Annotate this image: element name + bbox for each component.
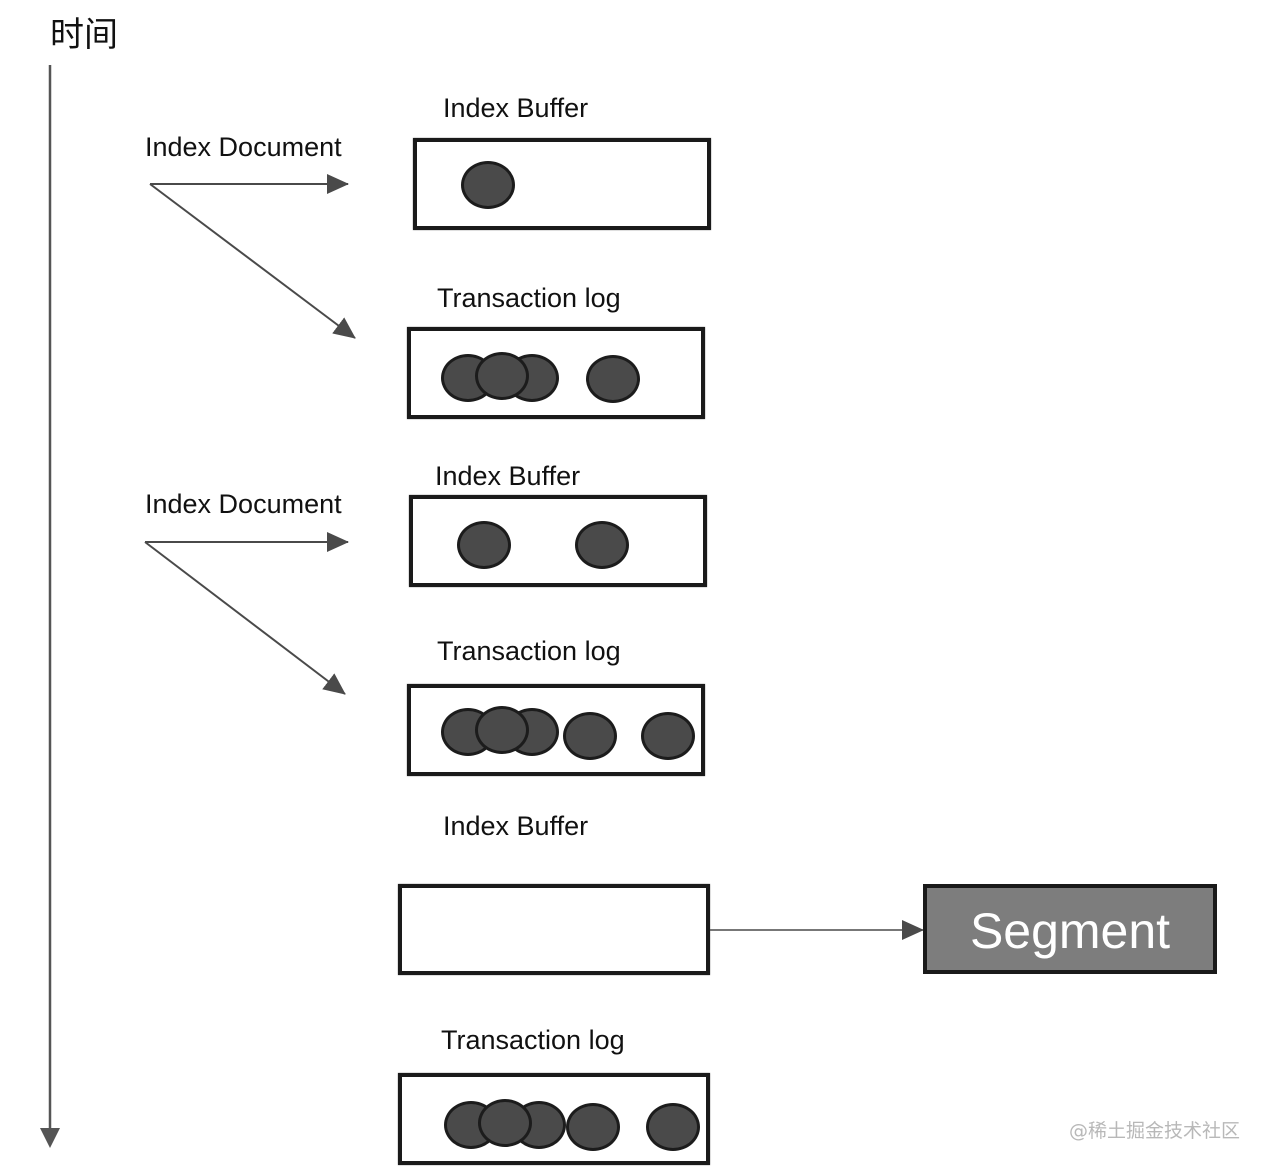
index-buffer-label-2: Index Buffer [435, 461, 581, 491]
index-document-label-2: Index Document [145, 489, 342, 519]
arrow-to-transaction-log-2 [144, 541, 346, 695]
transaction-log-box-1 [407, 327, 705, 419]
arrow-to-transaction-log-1 [149, 183, 356, 339]
segment-label: Segment [969, 903, 1171, 959]
document-dot [566, 1103, 620, 1151]
index-buffer-box-3 [398, 884, 710, 975]
document-dot [457, 521, 511, 569]
index-buffer-box-1 [413, 138, 711, 230]
index-document-label-1: Index Document [145, 132, 342, 162]
document-dot [575, 521, 629, 569]
document-dot [475, 352, 529, 400]
document-dot [641, 712, 695, 760]
index-buffer-label-1: Index Buffer [443, 93, 589, 123]
watermark: @稀土掘金技术社区 [1068, 1120, 1240, 1142]
transaction-log-label-1: Transaction log [437, 283, 621, 313]
transaction-log-box-2 [407, 684, 705, 776]
transaction-log-box-3 [398, 1073, 710, 1165]
transaction-log-label-3: Transaction log [441, 1025, 625, 1055]
transaction-log-label-2: Transaction log [437, 636, 621, 666]
document-dot [475, 706, 529, 754]
document-dot [563, 712, 617, 760]
index-buffer-label-3: Index Buffer [443, 811, 589, 841]
index-buffer-box-2 [409, 495, 707, 587]
document-dot [646, 1103, 700, 1151]
document-dot [461, 161, 515, 209]
time-axis-arrowhead [40, 1128, 60, 1148]
segment-box: Segment [923, 884, 1217, 974]
time-axis-label: 时间 [50, 15, 118, 55]
document-dot [478, 1099, 532, 1147]
document-dot [586, 355, 640, 403]
